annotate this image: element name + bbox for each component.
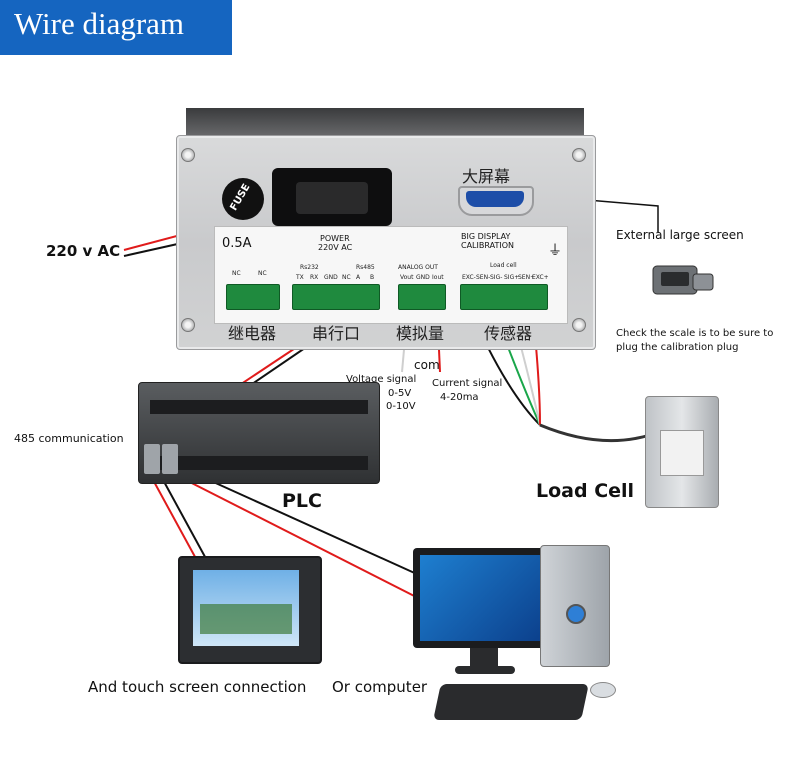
plc-label: PLC	[282, 490, 322, 512]
mouse-icon	[590, 682, 616, 698]
analog-pin: Vout	[400, 274, 414, 281]
screw-icon	[572, 148, 586, 162]
keyboard-icon	[433, 684, 589, 720]
serial-pin: RX	[310, 274, 319, 281]
calibration-note-line1: Check the scale is to be sure to	[616, 328, 774, 339]
relay-section-label: 继电器	[228, 324, 277, 343]
sensor-pin: EXC-	[462, 274, 476, 281]
current-range-label: 4-20ma	[440, 392, 479, 403]
sensor-terminal-block	[460, 284, 548, 310]
hmi-wire-black	[161, 477, 211, 567]
monitor-base	[455, 666, 515, 674]
analog-pin: GND	[416, 274, 430, 281]
rs232-label: Rs232	[300, 264, 319, 271]
analog-section-label: 模拟量	[396, 324, 445, 343]
computer-label: Or computer	[332, 678, 428, 696]
ground-icon: ⏚	[548, 243, 562, 259]
rs485-label: Rs485	[356, 264, 375, 271]
big-screen-port-label: 大屏幕	[462, 167, 511, 186]
plc-io-strip	[150, 456, 368, 470]
screw-icon	[181, 148, 195, 162]
calibration-label: CALIBRATION	[461, 241, 514, 250]
screw-icon	[572, 318, 586, 332]
power-socket-inner	[296, 182, 368, 214]
touch-screen-label: And touch screen connection	[88, 678, 307, 696]
title-banner	[0, 0, 232, 55]
load-cell-cable	[539, 423, 651, 443]
sensor-pin: SIG+	[504, 274, 520, 281]
serial-pin: TX	[296, 274, 304, 281]
analog-terminal-block	[398, 284, 446, 310]
calibration-note-line2: plug the calibration plug	[616, 342, 739, 353]
hmi-process-graphic	[200, 604, 292, 634]
power-input-label: 220 v AC	[46, 242, 121, 260]
load-cell-header: Load cell	[490, 262, 517, 269]
serial-pin: A	[356, 274, 361, 281]
diagram-title: Wire diagram	[14, 6, 185, 41]
monitor-screen	[420, 555, 548, 641]
plc-db9-port	[162, 444, 178, 474]
analog-pin: Iout	[432, 274, 444, 281]
sensor-pin: SIG-	[490, 274, 503, 281]
relay-pin: NC	[258, 270, 267, 277]
analog-out-label: ANALOG OUT	[398, 264, 438, 271]
calibration-plug-icon	[652, 265, 714, 295]
relay-pin: NC	[232, 270, 241, 277]
serial-pin: GND	[324, 274, 338, 281]
serial-pin: NC	[342, 274, 351, 281]
serial-terminal-block	[292, 284, 380, 310]
sensor-section-label: 传感器	[484, 324, 533, 343]
voltage-range-10v: 0-10V	[386, 401, 416, 412]
monitor-stand	[470, 648, 498, 668]
voltage-range-5v: 0-5V	[388, 388, 412, 399]
hmi-wire-red	[151, 477, 201, 567]
load-cell-label: Load Cell	[536, 480, 635, 502]
sensor-pin: SEN-	[476, 274, 491, 281]
load-cell-sticker	[660, 430, 704, 476]
fuse-holder	[222, 178, 264, 220]
power-label: POWER	[320, 234, 350, 243]
power-button-icon	[566, 604, 586, 624]
screw-icon	[181, 318, 195, 332]
plc-db9-port	[144, 444, 160, 474]
serial-pin: B	[370, 274, 375, 281]
sensor-pin: SEN+	[518, 274, 536, 281]
relay-terminal-block	[226, 284, 280, 310]
sensor-pin: EXC+	[532, 274, 549, 281]
indicator-housing-top	[186, 108, 584, 138]
current-signal-label: Current signal	[432, 378, 503, 389]
rs485-communication-label: 485 communication	[14, 432, 124, 445]
voltage-signal-label: Voltage signal	[346, 374, 417, 385]
big-display-label: BIG DISPLAY	[461, 232, 511, 241]
pc-wire-red	[169, 471, 431, 605]
power-voltage: 220V AC	[318, 243, 353, 252]
big-display-port-pins	[466, 191, 524, 207]
pc-wire-black	[177, 465, 431, 581]
external-screen-label: External large screen	[616, 228, 744, 242]
com-label: com	[414, 358, 440, 372]
plc-io-strip	[150, 400, 368, 414]
serial-section-label: 串行口	[312, 324, 361, 343]
fuse-rating: 0.5A	[222, 236, 252, 251]
